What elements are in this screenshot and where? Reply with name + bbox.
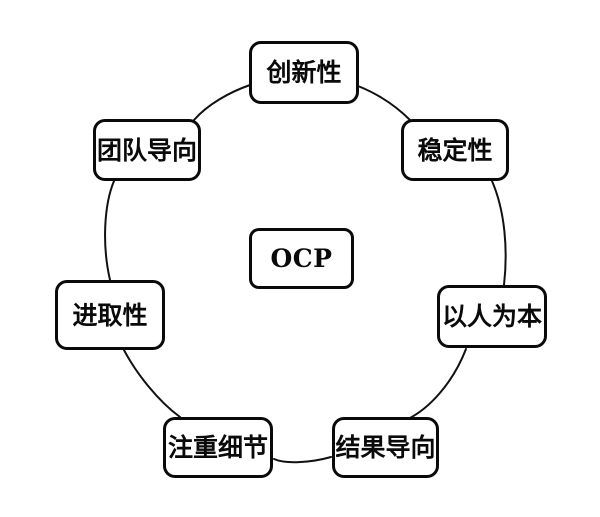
node-results[interactable]: 结果导向 — [332, 417, 439, 478]
connector-team-to-innovation — [193, 84, 251, 121]
node-aggressive-label: 进取性 — [72, 300, 148, 330]
connector-innovation-to-stability — [357, 85, 411, 121]
node-center-ocp[interactable]: OCP — [249, 228, 354, 289]
node-results-label: 结果导向 — [335, 433, 436, 462]
node-people-first-label: 以人为本 — [441, 302, 542, 331]
node-detail-label: 注重细节 — [167, 433, 268, 462]
connector-aggressive-to-team — [104, 180, 115, 281]
node-stability-label: 稳定性 — [417, 135, 493, 165]
node-aggressive[interactable]: 进取性 — [55, 280, 165, 350]
node-team-label: 团队导向 — [96, 135, 197, 165]
node-innovation[interactable]: 创新性 — [249, 41, 359, 104]
connector-stability-to-people-first — [491, 180, 507, 286]
node-detail[interactable]: 注重细节 — [163, 417, 273, 478]
node-innovation-label: 创新性 — [266, 58, 342, 87]
connector-people-first-to-results — [407, 348, 467, 420]
node-stability[interactable]: 稳定性 — [401, 119, 509, 181]
node-team[interactable]: 团队导向 — [93, 119, 201, 181]
node-center-ocp-label: OCP — [270, 244, 333, 273]
node-people-first[interactable]: 以人为本 — [437, 285, 547, 348]
connector-detail-to-aggressive — [123, 349, 181, 418]
connector-results-to-detail — [273, 456, 332, 464]
